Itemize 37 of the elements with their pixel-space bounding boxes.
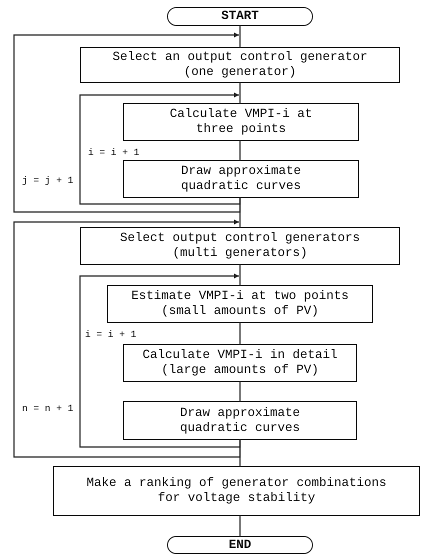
step-text: Select an output control generator (one generator) (111, 50, 369, 80)
loop-arrow (13, 220, 241, 458)
step-text: START (220, 9, 260, 24)
connector-line (239, 265, 241, 285)
step-text: END (228, 538, 252, 552)
edge-label: n = n + 1 (22, 403, 74, 414)
process-box (53, 466, 420, 516)
loop-arrow (79, 274, 241, 448)
loop-arrow (13, 32, 241, 213)
process-box (123, 160, 359, 198)
process-box (107, 285, 373, 323)
connector-line (239, 440, 241, 466)
connector-line (239, 198, 241, 227)
step-text: Draw approximate quadratic curves (180, 164, 302, 194)
connector-line (239, 323, 241, 344)
process-box (123, 401, 357, 440)
connector-line (239, 26, 241, 47)
step-text: Estimate VMPI-i at two points (small amounts of PV) (130, 289, 350, 319)
edge-label: i = i + 1 (88, 147, 140, 158)
connector-line (239, 516, 241, 536)
step-text: Calculate VMPI-i in detail (large amounts of PV) (141, 348, 339, 378)
step-text: Draw approximate quadratic curves (178, 406, 302, 436)
process-box (80, 227, 400, 265)
edge-label: i = i + 1 (85, 329, 136, 340)
connector-line (239, 141, 241, 160)
step-text: Make a ranking of generator combinations for voltage stability (85, 476, 388, 506)
terminator-shape (167, 7, 313, 26)
step-text: Select output control generators (multi generators) (118, 231, 362, 261)
process-box (123, 103, 359, 141)
edge-label: j = j + 1 (22, 175, 74, 186)
step-text: Calculate VMPI-i at three points (168, 107, 314, 137)
process-box (80, 47, 400, 83)
connector-line (239, 83, 241, 103)
process-box (123, 344, 357, 382)
terminator-shape (167, 536, 313, 554)
loop-arrow (79, 92, 241, 205)
connector-line (239, 382, 241, 401)
